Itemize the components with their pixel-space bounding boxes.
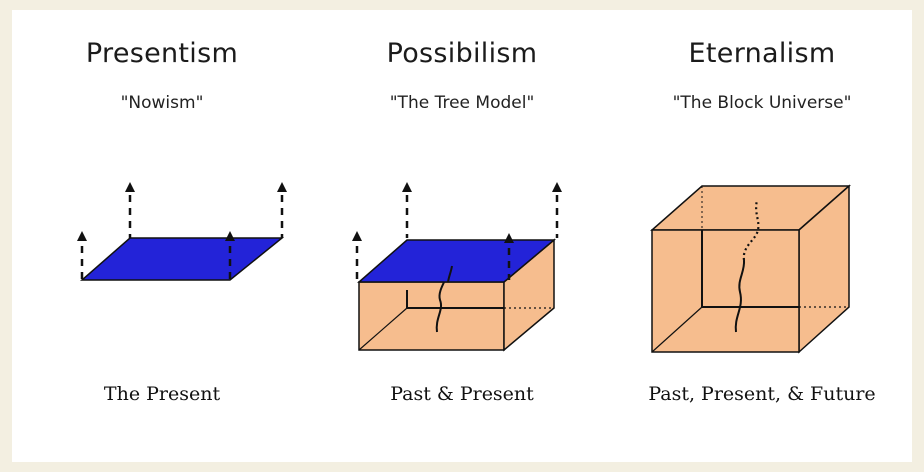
- possibilism-diagram: [352, 182, 562, 352]
- arrowhead-icon: [352, 231, 362, 241]
- eternalism-subtitle: "The Block Universe": [672, 93, 852, 113]
- arrowhead-icon: [77, 231, 87, 241]
- present-plane: [357, 239, 557, 283]
- arrowhead-icon: [225, 231, 235, 241]
- presentism-diagram: [77, 182, 287, 281]
- possibilism-title: Possibilism: [386, 38, 538, 69]
- arrowhead-icon: [402, 182, 412, 192]
- arrowhead-icon: [125, 182, 135, 192]
- worldline-future: [742, 199, 760, 261]
- present-plane: [80, 237, 285, 281]
- possibilism-caption: Past & Present: [390, 383, 534, 405]
- arrowhead-icon: [504, 233, 514, 243]
- eternalism-title: Eternalism: [688, 38, 836, 69]
- presentism-subtitle: "Nowism": [120, 93, 204, 113]
- worldline: [447, 265, 453, 283]
- presentism-title: Presentism: [85, 38, 239, 69]
- eternalism-diagram: [650, 184, 851, 354]
- past-block-front: [358, 281, 505, 351]
- hidden-edge: [358, 307, 408, 351]
- arrowhead-icon: [277, 182, 287, 192]
- diagrams-svg: [77, 182, 851, 354]
- diagram-card: Presentism "Nowism" The Present Possibil…: [12, 10, 912, 462]
- block-front-face: [651, 229, 800, 353]
- worldline: [734, 259, 746, 333]
- arrowhead-icon: [552, 182, 562, 192]
- possibilism-subtitle: "The Tree Model": [389, 93, 535, 113]
- hidden-edge: [651, 306, 703, 353]
- presentism-caption: The Present: [103, 383, 221, 405]
- eternalism-caption: Past, Present, & Future: [648, 383, 876, 405]
